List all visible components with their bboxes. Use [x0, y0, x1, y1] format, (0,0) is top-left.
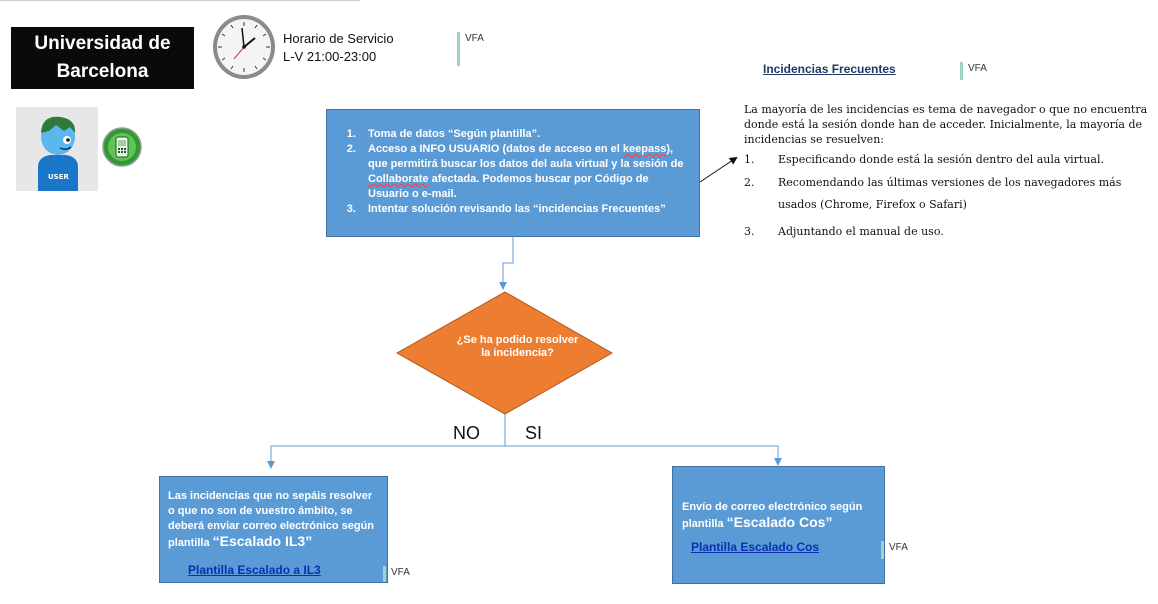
decision-diamond [395, 291, 614, 415]
vfa-tag: VFA [457, 32, 484, 66]
university-logo: Universidad de Barcelona [11, 27, 194, 89]
process-steps-box: Toma de datos “Según plantilla”. Acceso … [326, 109, 700, 237]
logo-line-2: Barcelona [56, 61, 149, 82]
service-schedule: Horario de Servicio L-V 21:00-23:00 [283, 30, 394, 66]
frequent-incidents-note: La mayoría de les incidencias es tema de… [744, 102, 1154, 247]
note-item: 3.Adjuntando el manual de uso. [744, 225, 944, 238]
schedule-title: Horario de Servicio [283, 31, 394, 46]
escalation-cos-text: Envío de correo electrónico según planti… [682, 501, 863, 530]
step-2: Acceso a INFO USUARIO (datos de acceso e… [359, 142, 689, 202]
vfa-tag: VFA [881, 541, 908, 559]
escalation-il3-box: Las incidencias que no sepáis resolver o… [159, 476, 388, 583]
escalation-il3-link[interactable]: Plantilla Escalado a IL3 [188, 563, 321, 577]
escalation-cos-template: “Escalado Cos” [726, 514, 833, 530]
step-3: Intentar solución revisando las “inciden… [359, 202, 689, 217]
branch-no-label: NO [453, 423, 480, 443]
note-item: 1.Especificando donde está la sesión den… [744, 153, 1105, 166]
escalation-cos-link[interactable]: Plantilla Escalado Cos [691, 540, 820, 554]
vfa-tag: VFA [960, 62, 987, 80]
frequent-incidents-link[interactable]: Incidencias Frecuentes [763, 62, 896, 76]
logo-line-1: Universidad de [34, 33, 171, 54]
svg-text:USER: USER [48, 173, 70, 181]
wall-clock-icon [213, 15, 275, 79]
connector-box-to-decision [499, 237, 514, 290]
escalation-il3-template: “Escalado IL3” [212, 533, 313, 549]
escalation-cos-box: Envío de correo electrónico según planti… [672, 466, 885, 584]
schedule-hours: L-V 21:00-23:00 [283, 49, 377, 64]
user-avatar-icon: USER [16, 107, 98, 191]
collaborate-word: Collaborate [368, 173, 429, 185]
vfa-tag: VFA [383, 566, 410, 582]
connector-decision-to-yes [505, 445, 782, 466]
keepass-word: keepass [622, 143, 667, 155]
note-intro: La mayoría de les incidencias es tema de… [744, 103, 1148, 146]
branch-yes-label: SI [525, 423, 543, 443]
escalation-il3-text: Las incidencias que no sepáis resolver o… [168, 490, 375, 549]
note-item: 2.Recomendando las últimas versiones de … [744, 176, 1122, 211]
mobile-phone-icon [102, 127, 142, 167]
decision-question: ¿Se ha podido resolver la incidencia? [456, 334, 579, 359]
top-divider [0, 0, 360, 1]
connector-decision-to-branches [267, 414, 506, 469]
step-1: Toma de datos “Según plantilla”. [359, 127, 689, 142]
